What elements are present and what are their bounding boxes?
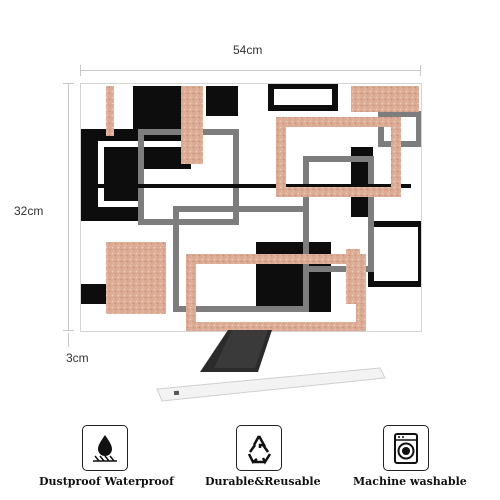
feature-label-dustproof: Dustproof Waterproof (39, 475, 174, 488)
depth-dimension-line (68, 333, 69, 347)
height-dimension-tick-bottom (63, 330, 74, 331)
cover-pattern (81, 84, 421, 331)
depth-dimension-label: 3cm (66, 351, 89, 365)
recycle-icon (236, 425, 282, 471)
feature-label-machine-washable: Machine washable (353, 475, 467, 488)
height-dimension-tick-top (63, 83, 74, 84)
water-drop-icon (82, 425, 128, 471)
height-dimension-label: 32cm (14, 204, 44, 218)
feature-label-durable: Durable&Reusable (205, 475, 321, 488)
width-dimension-label: 54cm (233, 43, 263, 57)
washing-machine-icon (383, 425, 429, 471)
height-dimension-line (68, 83, 69, 330)
monitor-cover (80, 83, 422, 332)
width-dimension-line (80, 70, 420, 71)
width-dimension-tick-right (420, 65, 421, 76)
width-dimension-tick-left (80, 65, 81, 76)
